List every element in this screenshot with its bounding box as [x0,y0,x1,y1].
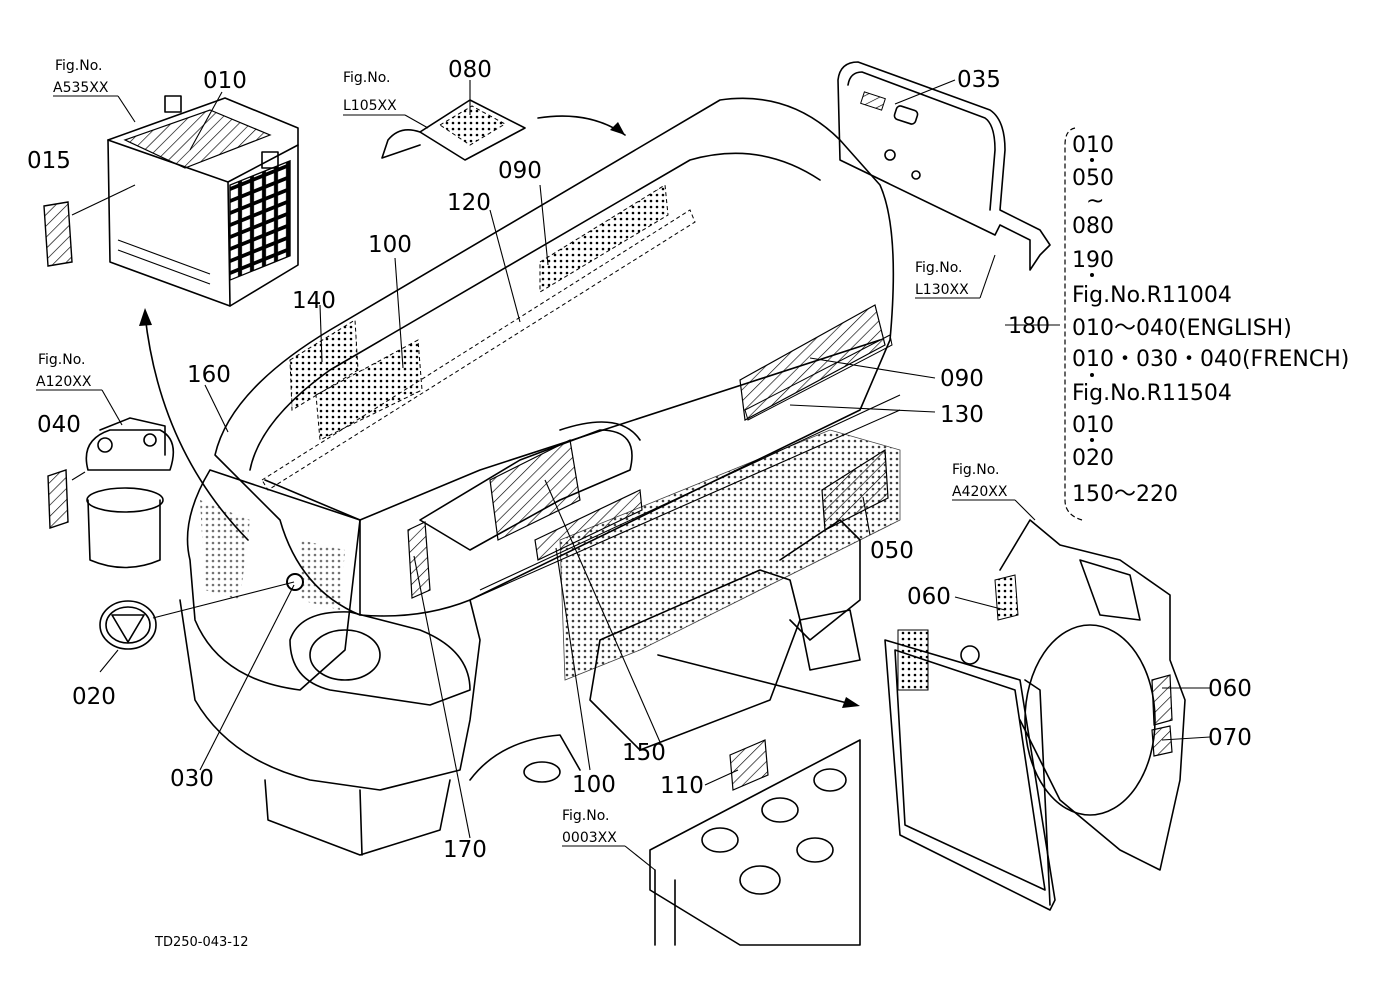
legend-line: 190 [1072,248,1114,273]
label-110: 110 [660,773,704,799]
fig-ref-code-l130: L130XX [915,282,969,298]
legend-line: 150～220 [1072,482,1178,507]
legend-line: Fig.No.R11004 [1072,283,1232,308]
label-150: 150 [622,740,666,766]
fig-ref-label-a120: Fig.No. [38,352,86,368]
fig-ref-label-a535: Fig.No. [55,58,103,74]
side-panel [837,61,1051,271]
fig-ref-label-l105: Fig.No. [343,70,391,86]
decal-090-side [739,304,886,421]
label-015: 015 [27,148,71,174]
fig-ref-code-0003: 0003XX [562,830,617,846]
legend-line: ~ [1086,189,1104,214]
legend-dot [1090,273,1094,277]
radiator [884,629,1056,911]
fan-shroud [994,519,1186,871]
engine-arrow-head [842,697,860,708]
legend-line: 020 [1072,446,1114,471]
top-panel [381,99,526,161]
label-130: 130 [940,402,984,428]
legend-bracket [1064,127,1083,521]
legend: 180 010 050 ~ 080 190 Fig.No.R11004 010～… [1008,133,1349,507]
decal-090-top [539,184,669,293]
decal-100-side [534,489,643,561]
label-100-top: 100 [368,232,412,258]
label-010: 010 [203,68,247,94]
label-020: 020 [72,684,116,710]
battery [107,95,299,307]
badge-030 [286,573,304,591]
hood [179,97,901,856]
open-arrow [537,115,626,136]
filter-sticker-040 [47,469,69,529]
fuel-filter [85,417,175,569]
label-050: 050 [870,538,914,564]
legend-line: 010・030・040(FRENCH) [1072,347,1349,372]
label-080: 080 [448,57,492,83]
label-120: 120 [447,190,491,216]
figure-refs: Fig.No. A535XX Fig.No. L105XX Fig.No. A1… [36,58,1008,846]
label-090-top: 090 [498,158,542,184]
legend-dot [1090,158,1094,162]
legend-ref: 180 [1008,314,1050,339]
legend-line: Fig.No.R11504 [1072,381,1232,406]
head-decal-110 [729,739,769,791]
open-arrow-head [610,122,625,135]
engine-arrow [657,654,856,706]
legend-dot [1090,438,1094,442]
decal-120-stripe [261,209,696,491]
decal-130-stripe [744,334,893,421]
leader-lines [36,79,1211,871]
fig-ref-label-0003: Fig.No. [562,808,610,824]
drawing-code: TD250-043-12 [154,935,249,950]
label-035: 035 [957,67,1001,93]
label-070: 070 [1208,725,1252,751]
legend-line: 050 [1072,166,1114,191]
legend-line: 010～040(ENGLISH) [1072,316,1292,341]
label-060-left: 060 [907,584,951,610]
fig-ref-code-a535: A535XX [53,80,109,96]
label-040: 040 [37,412,81,438]
legend-dot [1090,373,1094,377]
cylinder-head [649,739,861,946]
label-140: 140 [292,288,336,314]
decal-150 [489,439,581,541]
label-170: 170 [443,837,487,863]
label-160: 160 [187,362,231,388]
battery-arrow [144,314,249,541]
label-060-right: 060 [1208,676,1252,702]
legend-line: 080 [1072,214,1114,239]
label-030: 030 [170,766,214,792]
battery-arrow-head [139,308,152,326]
fig-ref-label-a420: Fig.No. [952,462,1000,478]
decal-100-top [315,339,423,441]
engine-block [589,519,861,751]
part-labels: 010 015 080 035 090 120 100 140 160 040 … [27,57,1252,863]
fig-ref-code-l105: L105XX [343,98,397,114]
battery-sticker-015 [43,201,73,267]
decal-140 [289,319,359,411]
label-100-side: 100 [572,772,616,798]
fig-ref-code-a420: A420XX [952,484,1008,500]
fig-ref-label-l130: Fig.No. [915,260,963,276]
label-090-side: 090 [940,366,984,392]
legend-line: 010 [1072,413,1114,438]
legend-line: 010 [1072,133,1114,158]
emblem [99,600,157,650]
fig-ref-code-a120: A120XX [36,374,92,390]
decal-050 [821,448,889,531]
decal-170 [407,521,431,599]
